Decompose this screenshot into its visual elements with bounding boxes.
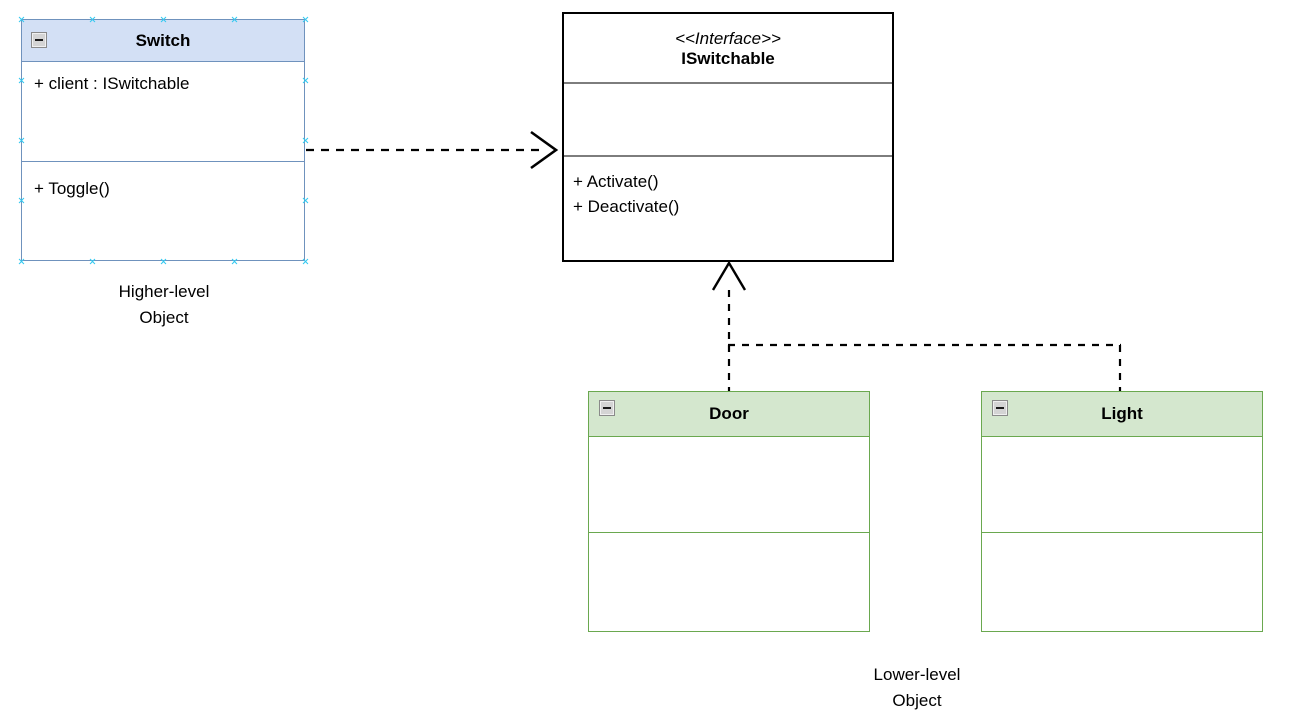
- class-header-iswitchable: <<Interface>> ISwitchable: [564, 14, 892, 84]
- class-name-light: Light: [1101, 404, 1143, 424]
- class-header-light: Light: [982, 392, 1262, 437]
- class-box-door[interactable]: Door: [588, 391, 870, 632]
- class-box-switch[interactable]: Switch + client : ISwitchable + Toggle(): [21, 19, 305, 261]
- resize-handle-w[interactable]: [18, 137, 25, 144]
- attribute-item: + client : ISwitchable: [34, 74, 190, 93]
- caption-line: Higher-level: [118, 282, 210, 301]
- resize-handle-s[interactable]: [160, 258, 167, 265]
- resize-handle-ne[interactable]: [302, 16, 309, 23]
- methods-compartment-door: [589, 533, 869, 629]
- caption-higher-level-object: Higher-level Object: [64, 279, 264, 332]
- method-item: + Activate(): [573, 172, 659, 191]
- resize-handle-e[interactable]: [302, 137, 309, 144]
- open-arrowhead-icon: [530, 130, 559, 170]
- resize-handle-n[interactable]: [160, 16, 167, 23]
- minus-icon[interactable]: [31, 32, 47, 48]
- minus-icon[interactable]: [992, 400, 1008, 416]
- class-name-door: Door: [709, 404, 749, 424]
- method-item: + Toggle(): [34, 179, 110, 198]
- methods-compartment-iswitchable: + Activate() + Deactivate(): [564, 157, 892, 256]
- class-box-iswitchable[interactable]: <<Interface>> ISwitchable + Activate() +…: [562, 12, 894, 262]
- method-item: + Deactivate(): [573, 196, 680, 216]
- connector-realization-tree[interactable]: [711, 260, 1122, 391]
- attributes-compartment-light: [982, 437, 1262, 533]
- resize-handle-e1[interactable]: [302, 77, 309, 84]
- caption-lower-level-object: Lower-level Object: [817, 662, 1017, 715]
- resize-handle-e2[interactable]: [302, 197, 309, 204]
- caption-line: Object: [139, 308, 189, 328]
- methods-compartment-switch: + Toggle(): [22, 162, 304, 259]
- class-name-switch: Switch: [135, 30, 191, 50]
- caption-line: Object: [892, 691, 942, 711]
- caption-line: Lower-level: [873, 665, 961, 684]
- class-header-switch: Switch: [22, 20, 304, 62]
- minus-icon[interactable]: [599, 400, 615, 416]
- resize-handle-nw[interactable]: [18, 16, 25, 23]
- attributes-compartment-switch: + client : ISwitchable: [22, 62, 304, 162]
- connector-switch-to-iswitchable[interactable]: [306, 130, 559, 170]
- resize-handle-sw[interactable]: [18, 258, 25, 265]
- class-stereotype-iswitchable: <<Interface>>: [675, 28, 781, 48]
- resize-handle-w1[interactable]: [18, 77, 25, 84]
- class-name-iswitchable: ISwitchable: [681, 48, 775, 68]
- attributes-compartment-door: [589, 437, 869, 533]
- resize-handle-s1[interactable]: [89, 258, 96, 265]
- resize-handle-n2[interactable]: [231, 16, 238, 23]
- class-box-light[interactable]: Light: [981, 391, 1263, 632]
- resize-handle-w2[interactable]: [18, 197, 25, 204]
- hollow-triangle-arrowhead-icon: [711, 260, 747, 291]
- attributes-compartment-iswitchable: [564, 84, 892, 157]
- resize-handle-n1[interactable]: [89, 16, 96, 23]
- resize-handle-se[interactable]: [302, 258, 309, 265]
- methods-compartment-light: [982, 533, 1262, 629]
- resize-handle-s2[interactable]: [231, 258, 238, 265]
- class-header-door: Door: [589, 392, 869, 437]
